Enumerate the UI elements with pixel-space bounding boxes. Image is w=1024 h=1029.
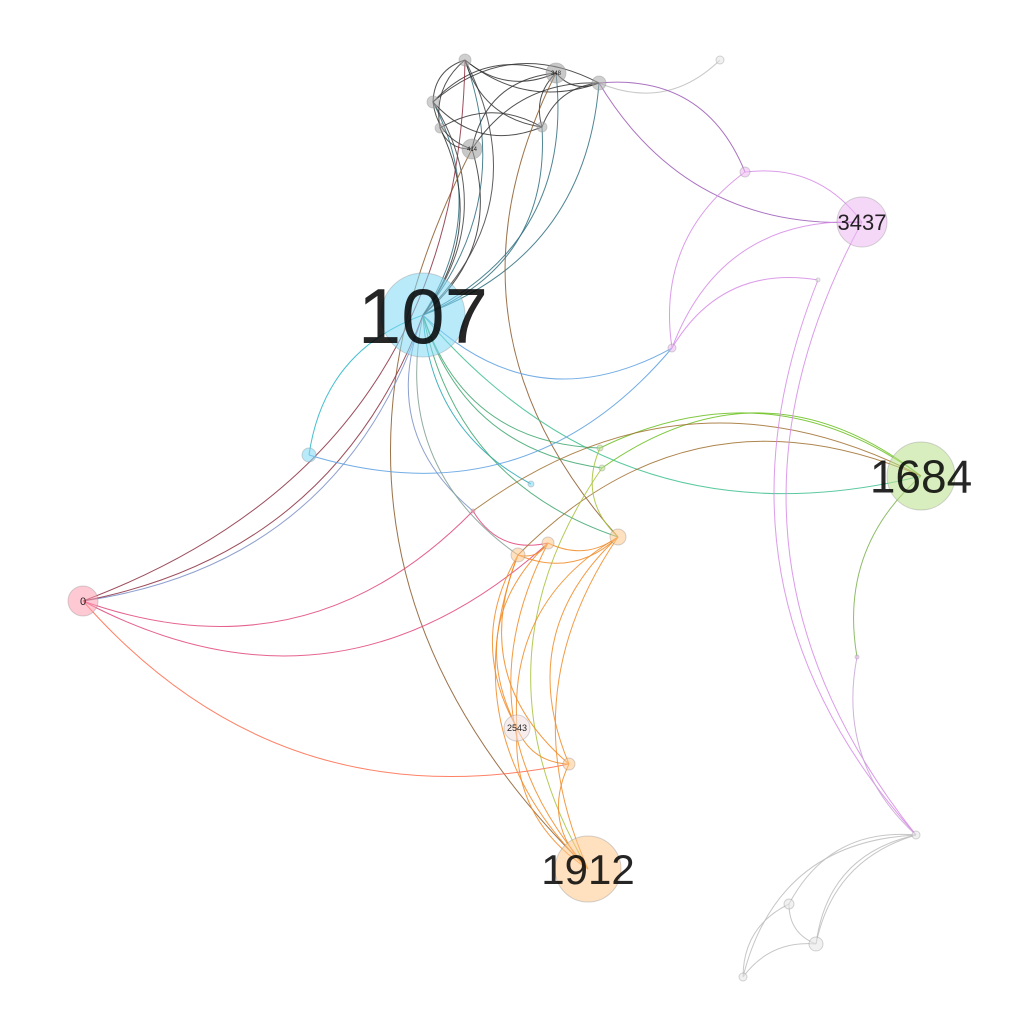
node-n2543 xyxy=(503,714,531,742)
edge-o3-n2543 xyxy=(515,536,619,729)
node-g5 xyxy=(434,122,446,134)
edge-n3437-x1 xyxy=(785,221,917,836)
edge-gr1-o3 xyxy=(591,447,619,538)
edge-x2-x1 xyxy=(773,279,917,836)
edge-g2-g4 xyxy=(541,82,600,128)
node-g3 xyxy=(426,95,440,109)
node-n107 xyxy=(380,272,466,358)
node-c1 xyxy=(301,447,317,463)
edge-g2-g6 xyxy=(598,59,721,94)
node-g4 xyxy=(536,121,548,133)
edge-g1-g5 xyxy=(438,59,466,129)
edge-n1684-o1 xyxy=(517,440,922,556)
edge-r1-o2 xyxy=(472,510,549,546)
node-n348 xyxy=(545,62,567,84)
edge-n348-g3 xyxy=(432,64,557,103)
node-x3 xyxy=(783,898,795,910)
node-label-n107: 107 xyxy=(358,272,488,360)
node-label-n2543: 2543 xyxy=(507,723,527,733)
edge-p2-x1 xyxy=(852,656,917,836)
node-label-n3437: 3437 xyxy=(838,210,887,235)
node-o3 xyxy=(609,528,627,546)
labels-layer: 107 1684 1912 3437 0 2543 348 414 xyxy=(80,71,972,893)
node-o2 xyxy=(541,536,555,550)
edge-o1-o3 xyxy=(517,536,619,564)
node-n3437 xyxy=(836,196,888,248)
edge-n1684-gr1 xyxy=(599,412,922,477)
edge-n0-r1 xyxy=(82,510,474,628)
node-label-n1684: 1684 xyxy=(870,451,972,503)
node-p3 xyxy=(667,343,677,353)
node-x5 xyxy=(738,972,748,982)
node-label-n348: 348 xyxy=(551,71,562,77)
edge-x1-x4 xyxy=(815,834,917,945)
edge-n107-g2 xyxy=(422,82,600,316)
node-n0 xyxy=(67,585,99,617)
edge-x4-x5 xyxy=(742,943,817,978)
node-p2 xyxy=(854,654,860,660)
edge-n0-g1 xyxy=(82,59,466,602)
edge-n348-n414 xyxy=(471,72,557,150)
node-label-n414: 414 xyxy=(467,147,478,153)
edge-g2-g3 xyxy=(432,62,600,103)
node-n1912 xyxy=(554,835,622,903)
node-g6 xyxy=(715,55,725,65)
node-g2 xyxy=(591,75,607,91)
edge-g2-n414 xyxy=(471,82,600,150)
edge-c1-p3 xyxy=(308,347,673,474)
edge-o2-n2543 xyxy=(496,542,549,729)
node-o4 xyxy=(562,757,576,771)
edge-n3437-p3 xyxy=(671,221,863,349)
edge-o3-o4 xyxy=(549,536,619,765)
node-x2 xyxy=(815,277,821,283)
edge-n0-n107 xyxy=(82,314,424,602)
node-label-n0: 0 xyxy=(80,596,86,608)
node-p1 xyxy=(739,166,751,178)
nodes-layer xyxy=(67,53,956,982)
edge-n107-o3 xyxy=(422,314,619,538)
edge-n348-o3 xyxy=(504,72,619,538)
edge-x1-x5 xyxy=(742,834,917,978)
edge-n1684-r1 xyxy=(472,422,922,512)
node-n1684 xyxy=(886,441,956,511)
edge-x1-x3 xyxy=(788,833,917,905)
edge-gr2-n1912 xyxy=(530,467,603,870)
edge-g4-g5 xyxy=(439,112,543,129)
edge-x3-x5 xyxy=(742,903,790,978)
edge-o3-n1912 xyxy=(554,536,619,870)
edge-g1-g4 xyxy=(464,59,543,128)
edge-g2-n3437 xyxy=(598,82,863,224)
node-g1 xyxy=(458,53,472,67)
edge-p1-p3 xyxy=(669,171,746,349)
edge-n0-n107 xyxy=(82,314,424,602)
node-o1 xyxy=(510,547,526,563)
node-n414 xyxy=(461,138,483,160)
edge-o2-n1912 xyxy=(510,542,589,870)
edge-o1-n2543 xyxy=(491,554,519,729)
edge-n107-n1684 xyxy=(422,314,922,495)
node-r1 xyxy=(470,508,476,514)
edge-n0-o2 xyxy=(82,542,549,657)
node-label-n1912: 1912 xyxy=(541,846,634,893)
edge-g3-g4 xyxy=(432,101,543,137)
node-x1 xyxy=(911,830,921,840)
edge-x2-p3 xyxy=(671,277,819,349)
edge-n0-o4 xyxy=(82,600,570,778)
node-x4 xyxy=(808,936,824,952)
edge-p1-g2 xyxy=(598,81,746,173)
edge-x1-x4 xyxy=(815,834,917,945)
edge-n1684-gr2 xyxy=(601,412,922,477)
node-gr2 xyxy=(598,464,606,472)
node-gr1 xyxy=(596,444,604,452)
edge-n414-n1912 xyxy=(390,148,589,870)
edge-g1-g3 xyxy=(432,59,466,103)
edges-layer xyxy=(82,59,922,978)
edge-o1-n1912 xyxy=(494,554,589,870)
node-c2 xyxy=(527,480,535,488)
